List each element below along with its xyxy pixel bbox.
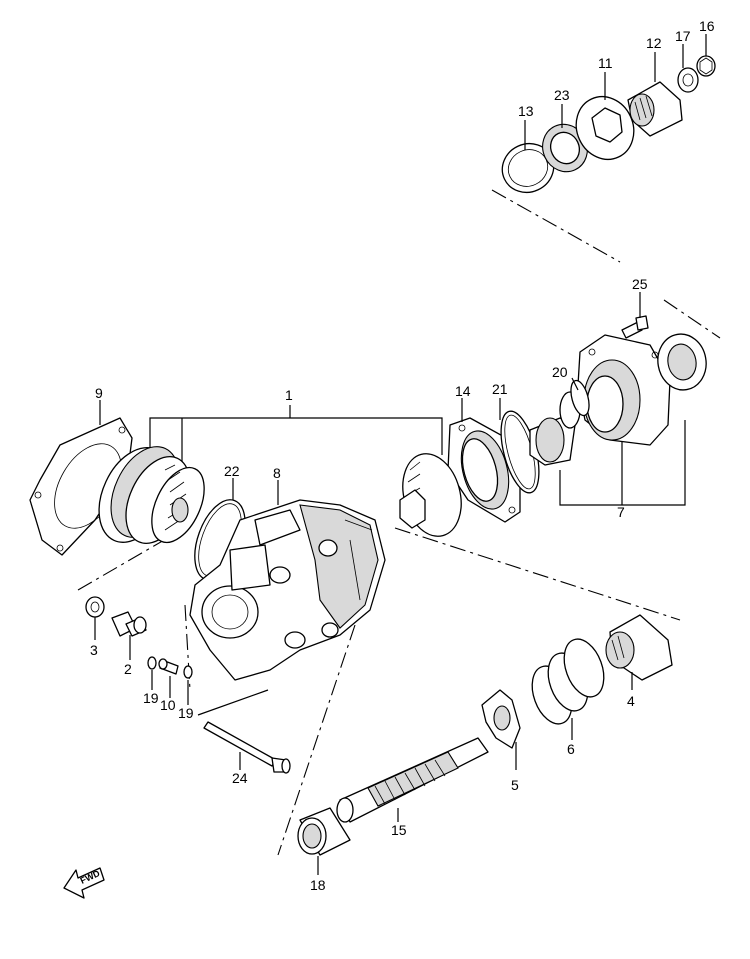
part-15-propeller-shaft	[336, 737, 489, 823]
callout-19-left: 19	[143, 690, 159, 706]
callout-3: 3	[90, 642, 98, 658]
part-18-needle-bearing	[297, 807, 351, 856]
callout-15: 15	[391, 822, 407, 838]
callout-5: 5	[511, 777, 519, 793]
part-10-pin	[158, 658, 179, 675]
part-4-clutch	[605, 614, 673, 681]
callout-2: 2	[124, 661, 132, 677]
callout-25: 25	[632, 276, 648, 292]
callout-9: 9	[95, 385, 103, 401]
callout-23: 23	[554, 87, 570, 103]
callout-1: 1	[285, 387, 293, 403]
callout-13: 13	[518, 103, 534, 119]
callout-8: 8	[273, 465, 281, 481]
callout-22: 22	[224, 463, 240, 479]
part-8-gear-case	[189, 499, 386, 681]
part-11-hex-nut	[575, 96, 635, 160]
callout-18: 18	[310, 877, 326, 893]
callout-6: 6	[567, 741, 575, 757]
part-5-thrust-plate	[481, 689, 521, 749]
callout-19-right: 19	[178, 705, 194, 721]
part-25-bolt	[621, 315, 649, 339]
callout-7: 7	[617, 504, 625, 520]
part-6-spring	[531, 638, 605, 725]
part-3-washer	[85, 596, 105, 618]
part-19-ring-left	[147, 656, 157, 670]
callout-labels: 1 2 3 4 5 6 7 8 9 10 11 12 13 14 15 16 1…	[90, 18, 715, 893]
callout-16: 16	[699, 18, 715, 34]
part-17-washer	[677, 67, 699, 93]
callout-21: 21	[492, 381, 508, 397]
part-12-bearing-sleeve	[627, 81, 683, 137]
part-7-drive-shaft-housing	[529, 333, 707, 466]
part-24-long-bolt	[203, 721, 291, 774]
part-23-bearing	[542, 123, 588, 173]
callout-20: 20	[552, 364, 568, 380]
leader-lines	[94, 34, 707, 875]
callout-12: 12	[646, 35, 662, 51]
callout-11: 11	[598, 55, 613, 71]
part-13-seal-ring	[501, 142, 555, 194]
callout-17: 17	[675, 28, 691, 44]
part-19-ring-right	[183, 665, 193, 679]
part-2-bolt	[111, 611, 147, 637]
part-20-o-ring	[570, 379, 590, 417]
left-bevel-gear	[98, 446, 205, 544]
callout-24: 24	[232, 770, 248, 786]
callout-10: 10	[160, 697, 176, 713]
right-bevel-gear	[399, 453, 462, 537]
part-16-nut	[696, 55, 716, 77]
callout-14: 14	[455, 383, 471, 399]
callout-4: 4	[627, 693, 635, 709]
forward-direction-arrow: FWD	[63, 867, 105, 899]
